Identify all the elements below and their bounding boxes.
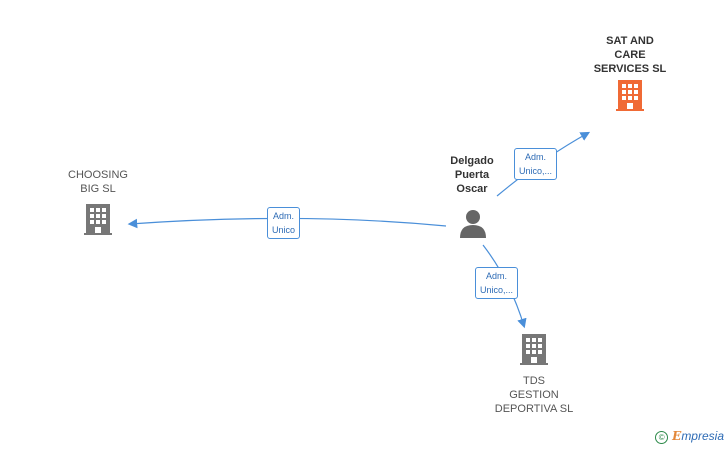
edge-label-sat[interactable]: Adm. Unico,... [514,148,558,180]
choosing-company-name: CHOOSING BIG SL [68,169,128,195]
brand-name: mpresia [681,429,724,443]
brand-first-letter: E [672,429,682,443]
sat-company-node[interactable]: SAT AND CARE SERVICES SL [585,34,675,116]
sat-company-name: SAT AND CARE SERVICES SL [593,35,667,75]
person-node[interactable]: Delgado Puerta Oscar [432,154,512,196]
building-icon [520,334,548,365]
person-name: Delgado Puerta Oscar [450,155,494,195]
building-icon [616,80,644,111]
person-icon [460,210,486,238]
edge-label-tds[interactable]: Adm. Unico,... [475,267,519,299]
edge-label-choosing[interactable]: Adm. Unico [267,207,301,239]
tds-company-node[interactable]: TDS GESTION DEPORTIVA SL [484,332,584,416]
choosing-company-node[interactable]: CHOOSING BIG SL [58,168,138,240]
empresia-logo: ©Empresia [655,429,724,444]
tds-company-name: TDS GESTION DEPORTIVA SL [494,375,574,415]
building-icon [84,204,112,235]
copyright-icon: © [655,431,669,444]
